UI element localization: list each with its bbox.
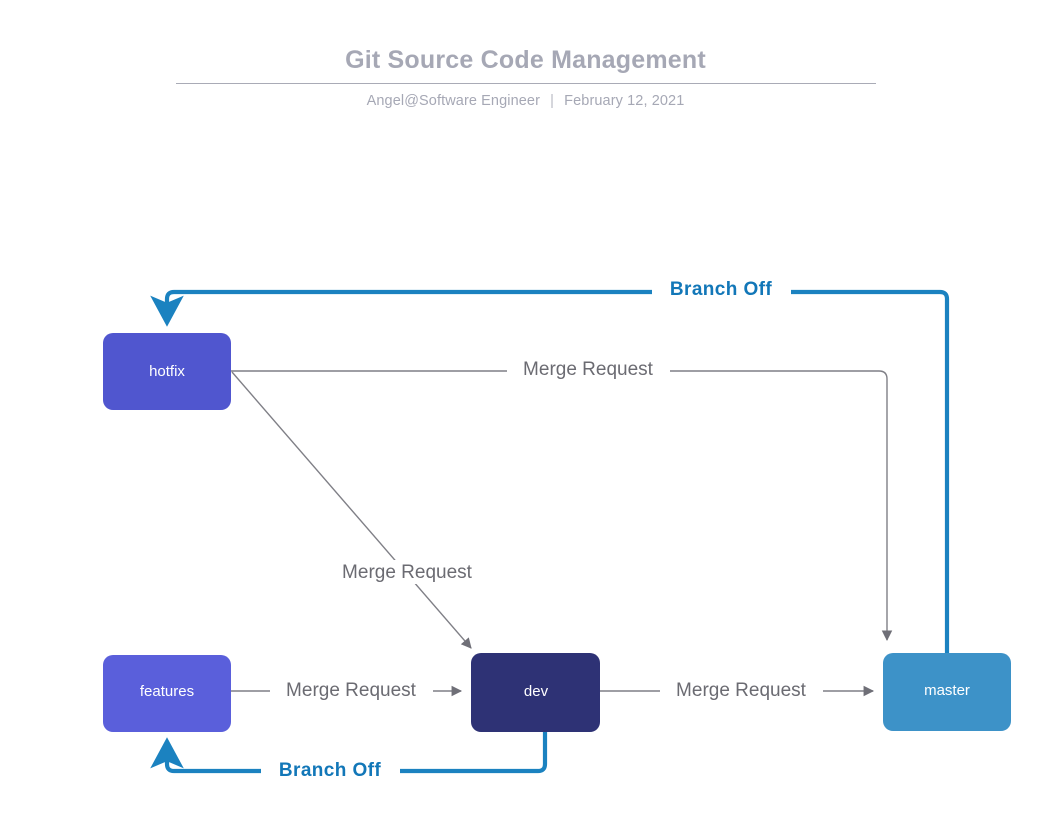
edge-dev-to-features-label: Branch Off xyxy=(279,760,381,781)
node-hotfix-box[interactable] xyxy=(103,333,231,410)
node-features[interactable]: features xyxy=(103,655,231,732)
edge-features-to-dev: Merge Request xyxy=(231,678,463,702)
edge-hotfix-to-dev-label: Merge Request xyxy=(342,562,473,583)
edge-hotfix-to-master-label-bg xyxy=(507,357,670,381)
byline-author: Angel@Software Engineer xyxy=(366,93,541,109)
edge-hotfix-to-master-line xyxy=(231,370,893,642)
node-hotfix[interactable]: hotfix xyxy=(103,333,231,410)
edge-dev-to-features: Branch Off xyxy=(150,732,548,781)
edge-hotfix-to-dev-line xyxy=(231,371,472,649)
edge-dev-to-features-label-bg xyxy=(261,758,400,780)
byline-separator: | xyxy=(550,93,555,109)
edge-dev-to-master: Merge Request xyxy=(600,678,875,702)
edge-features-to-dev-label-bg xyxy=(270,678,433,702)
node-dev-label: dev xyxy=(524,683,549,700)
node-dev-box[interactable] xyxy=(471,653,600,732)
edge-hotfix-to-dev-label-bg xyxy=(326,560,489,584)
title-divider xyxy=(175,83,876,84)
edge-dev-to-master-label: Merge Request xyxy=(676,680,807,701)
node-dev[interactable]: dev xyxy=(471,653,600,732)
edge-master-to-hotfix-label-bg xyxy=(652,278,791,300)
document-byline: Angel@Software Engineer | February 12, 2… xyxy=(0,84,1051,109)
edge-hotfix-to-master-label: Merge Request xyxy=(523,359,654,380)
edge-master-to-hotfix-line xyxy=(150,289,950,653)
node-features-box[interactable] xyxy=(103,655,231,732)
page-title: Git Source Code Management xyxy=(345,46,706,74)
edge-hotfix-to-dev: Merge Request xyxy=(231,371,489,649)
edge-hotfix-to-master: Merge Request xyxy=(231,357,893,642)
document-header: Git Source Code Management Angel@Softwar… xyxy=(0,0,1051,109)
node-master[interactable]: master xyxy=(883,653,1011,731)
edge-features-to-dev-label: Merge Request xyxy=(286,680,417,701)
node-master-box[interactable] xyxy=(883,653,1011,731)
edge-dev-to-master-label-bg xyxy=(660,678,823,702)
edge-master-to-hotfix-label: Branch Off xyxy=(670,279,772,300)
byline-date: February 12, 2021 xyxy=(564,93,685,109)
edge-master-to-hotfix: Branch Off xyxy=(150,278,950,653)
node-features-label: features xyxy=(140,683,194,700)
node-hotfix-label: hotfix xyxy=(149,363,185,380)
node-master-label: master xyxy=(924,682,970,699)
